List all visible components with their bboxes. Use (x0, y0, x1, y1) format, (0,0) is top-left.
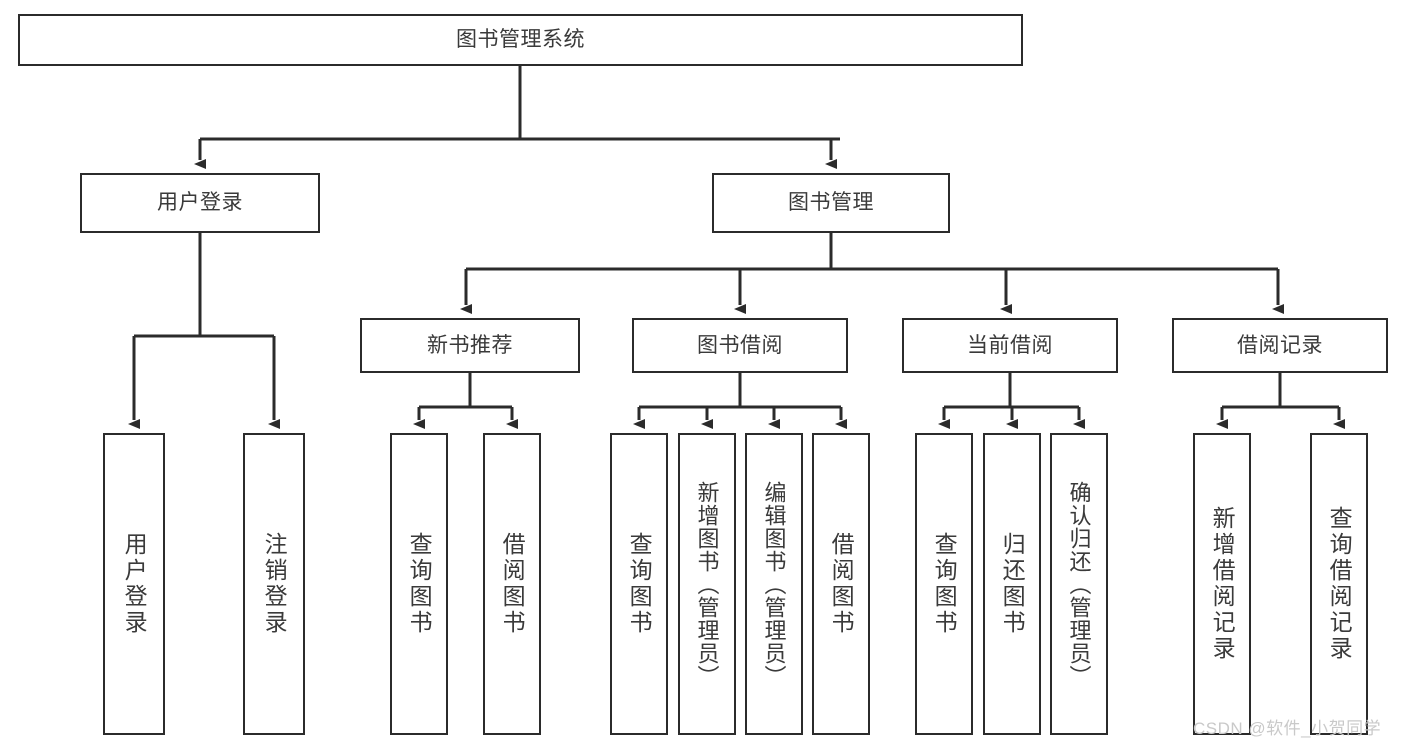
node-leaf-user-login[interactable]: 用户登录 (103, 433, 165, 735)
node-current-borrow[interactable]: 当前借阅 (902, 318, 1118, 373)
node-leaf-edit-book[interactable]: 编辑图书（管理员） (745, 433, 803, 735)
node-user-login[interactable]: 用户登录 (80, 173, 320, 233)
node-leaf-logout[interactable]: 注销登录 (243, 433, 305, 735)
node-leaf-borrow-book-1[interactable]: 借阅图书 (483, 433, 541, 735)
node-leaf-query-book-1[interactable]: 查询图书 (390, 433, 448, 735)
node-leaf-return-book[interactable]: 归还图书 (983, 433, 1041, 735)
node-leaf-borrow-book-2[interactable]: 借阅图书 (812, 433, 870, 735)
node-leaf-query-book-3[interactable]: 查询图书 (915, 433, 973, 735)
node-leaf-add-book[interactable]: 新增图书（管理员） (678, 433, 736, 735)
node-book-manage[interactable]: 图书管理 (712, 173, 950, 233)
node-leaf-add-record[interactable]: 新增借阅记录 (1193, 433, 1251, 735)
node-leaf-query-book-2[interactable]: 查询图书 (610, 433, 668, 735)
watermark-text: CSDN @软件_小贺同学 (1193, 719, 1382, 738)
node-root[interactable]: 图书管理系统 (18, 14, 1023, 66)
node-leaf-query-record[interactable]: 查询借阅记录 (1310, 433, 1368, 735)
node-book-borrow[interactable]: 图书借阅 (632, 318, 848, 373)
node-leaf-confirm-return[interactable]: 确认归还（管理员） (1050, 433, 1108, 735)
node-borrow-record[interactable]: 借阅记录 (1172, 318, 1388, 373)
node-new-book-recommend[interactable]: 新书推荐 (360, 318, 580, 373)
